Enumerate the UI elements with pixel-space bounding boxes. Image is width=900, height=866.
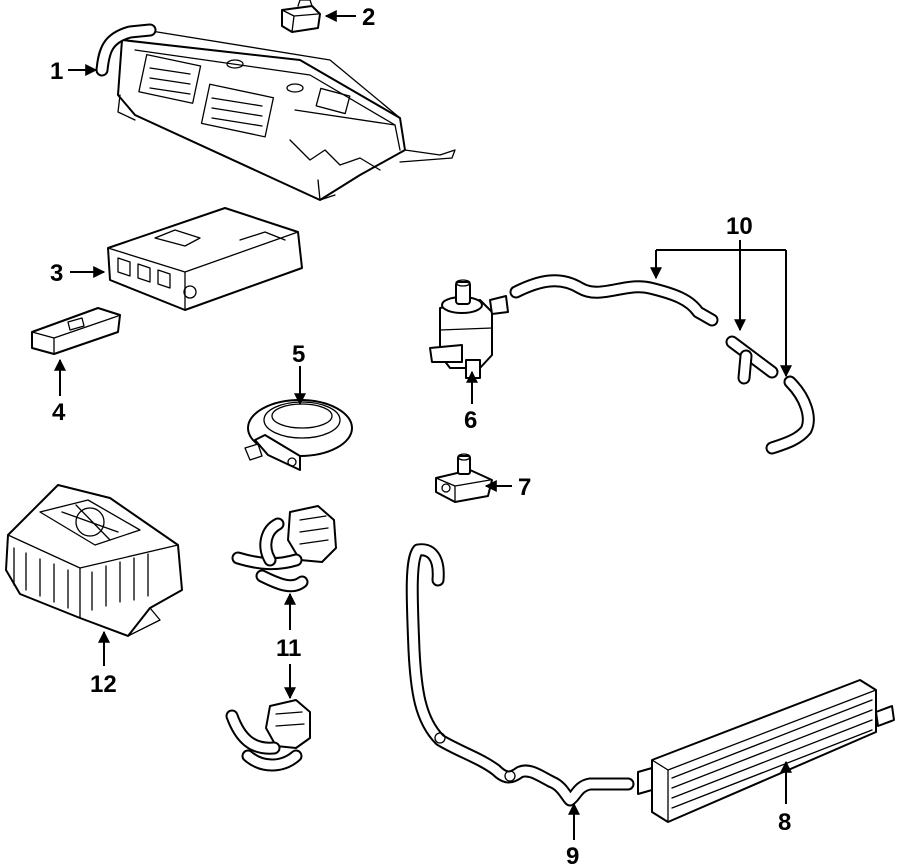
callout-10: 10 [726,213,753,240]
callout-2: 2 [362,4,375,31]
part-12-housing[interactable] [5,484,183,637]
part-3-control-module[interactable] [107,207,303,311]
part-1-junction-box[interactable] [95,23,456,201]
callout-1: 1 [50,58,63,85]
part-5-ring-sensor[interactable] [244,399,353,471]
part-7-valve[interactable] [435,453,493,503]
part-10-hoses[interactable] [509,274,815,455]
callout-6: 6 [464,407,477,434]
leader-lines [54,10,792,840]
callout-8: 8 [778,809,791,836]
part-9-coolant-line[interactable] [405,543,635,807]
part-8-cooler[interactable] [637,679,895,823]
part-2-connector[interactable] [281,0,321,33]
part-6-water-pump[interactable] [429,279,509,379]
part-11-harness[interactable] [225,505,337,772]
callout-3: 3 [50,260,63,287]
callout-7: 7 [518,474,531,501]
callout-labels: 1 2 3 4 5 6 7 8 9 10 11 12 [50,4,791,866]
leader-10 [656,240,786,251]
part-4-relay[interactable] [31,307,121,355]
callout-11: 11 [276,635,301,662]
callout-4: 4 [52,399,66,426]
callout-5: 5 [292,341,305,368]
callout-9: 9 [566,843,579,866]
callout-12: 12 [90,671,117,698]
